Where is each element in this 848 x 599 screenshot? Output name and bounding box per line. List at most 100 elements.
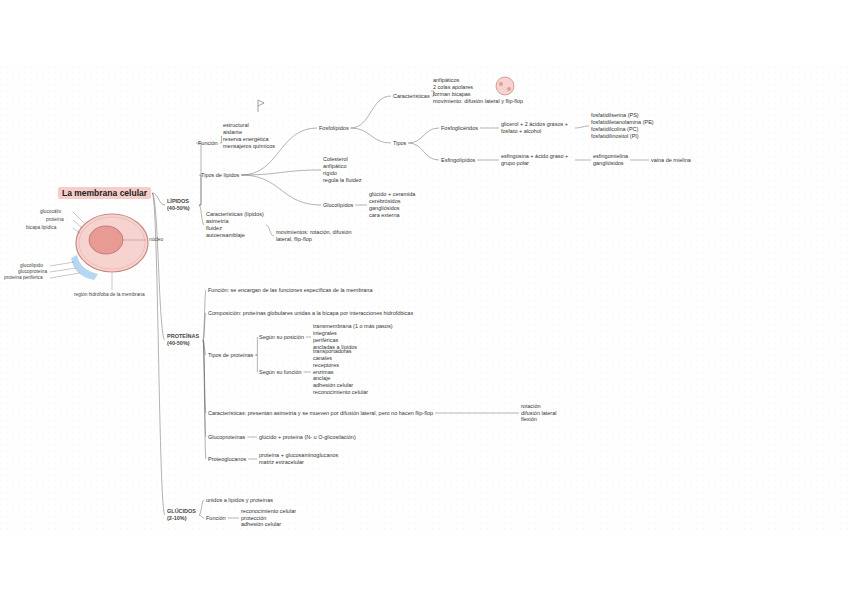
branch-node: reconocimiento celularprotecciónadhesión… — [240, 508, 297, 529]
node-text: aislante — [223, 129, 275, 136]
branch-node: esfingomielinagangliósidos — [592, 153, 629, 167]
branch-node: glicerol + 2 ácidos grasos + fosfato + a… — [500, 121, 574, 135]
branch-line — [196, 143, 201, 205]
branch-node: Colesterolanfipáticorígidoregula la flui… — [322, 156, 363, 184]
node-text: fosfatidilcolina (PC) — [591, 126, 654, 133]
node-text: movimiento: difusión lateral y flip-flop — [433, 98, 523, 105]
node-text: esfingosina + ácido graso + grupo polar — [501, 153, 573, 167]
node-text: Esfingolípidos — [441, 157, 475, 164]
branch-line — [477, 160, 499, 161]
node-text: Proteoglucanos — [208, 456, 246, 463]
node-text: gangliósidos — [369, 205, 415, 212]
node-text: LÍPIDOS (40-50%) — [167, 198, 197, 212]
branch-node: Función — [197, 140, 219, 147]
node-text: La membrana celular — [62, 188, 147, 199]
part-label: bicapa lipídica — [26, 225, 56, 231]
branch-node: Según su función — [258, 369, 303, 376]
branch-line — [408, 143, 439, 160]
node-text: Función: se encargan de las funciones es… — [208, 287, 372, 294]
branch-node: fosfatidilserina (PS)fosfatidiletanolami… — [590, 112, 655, 140]
node-text: matriz extracelular — [259, 459, 338, 466]
dotted-ground — [0, 65, 848, 535]
branch-line — [199, 515, 204, 518]
branch-node: transportadorascanalesreceptoresenzimasa… — [312, 348, 369, 396]
branch-line — [355, 205, 367, 206]
node-text: glicerol + 2 ácidos grasos + fosfato + a… — [501, 121, 573, 135]
node-text: cerebrósidos — [369, 198, 415, 205]
node-text: enzimas — [313, 369, 368, 376]
node-text: receptores — [313, 362, 368, 369]
node-text: Tipos — [393, 140, 406, 147]
node-text: canales — [313, 355, 368, 362]
branch-line — [255, 355, 257, 372]
node-text: fosfatidiletanolamina (PE) — [591, 119, 654, 126]
branch-node: movimientos: rotación, difusión lateral,… — [275, 229, 367, 243]
branch-node: Tipos — [392, 140, 407, 147]
part-label: glucoproteína — [18, 269, 47, 275]
node-text: Fosfolípidos — [319, 125, 349, 132]
branch-node: vaina de mielina — [650, 157, 692, 164]
branch-node: anfipáticos2 colas apolaresforman bicapa… — [432, 77, 524, 105]
node-text: Glucoproteínas — [208, 434, 245, 441]
branch-node: Características — [392, 93, 431, 100]
main-branch: PROTEÍNAS (40-50%) — [166, 333, 202, 347]
branch-line — [203, 340, 206, 459]
main-branch: LÍPIDOS (40-50%) — [166, 198, 198, 212]
cell-drawing — [50, 212, 148, 290]
node-text: rotación — [521, 403, 556, 410]
node-text: Características: presentan asimetría y s… — [208, 410, 433, 417]
membrane-sketch — [258, 77, 514, 112]
node-text: GLÚCIDOS (2-10%) — [167, 508, 197, 522]
branch-node: proteína + glucosaminoglucanosmatriz ext… — [258, 452, 339, 466]
part-label: glucocálix — [40, 209, 61, 215]
branch-node: Fosfoglicéridos — [440, 125, 479, 132]
node-text: glúcido + ceramida — [369, 191, 415, 198]
branch-line — [247, 437, 257, 438]
node-text: 2 colas apolares — [433, 84, 523, 91]
branch-node: Glucolípidos — [322, 202, 354, 209]
node-text: transportadoras — [313, 348, 368, 355]
node-text: anclaje — [313, 375, 368, 382]
branch-line — [266, 225, 274, 236]
node-text: difusión lateral — [521, 410, 556, 417]
branch-line — [241, 128, 317, 175]
branch-line — [241, 175, 321, 205]
node-text: glúcido + proteína (N- u O-glicosilación… — [259, 434, 356, 441]
node-text: Glucolípidos — [323, 202, 353, 209]
branch-line — [351, 128, 391, 143]
branch-node: Características (lípidos)asimetríafluide… — [205, 211, 265, 239]
node-text: fosfatidilserina (PS) — [591, 112, 654, 119]
node-text: anfipático — [323, 163, 362, 170]
node-text: reserva energética — [223, 136, 275, 143]
branch-line — [408, 128, 439, 143]
branch-line — [241, 170, 321, 175]
branch-node: unidos a lípidos y proteínas — [205, 497, 274, 504]
node-text: integrales — [313, 330, 392, 337]
branch-line — [575, 126, 589, 128]
branch-line — [228, 518, 239, 519]
branch-line — [304, 372, 311, 373]
branch-node: Fosfolípidos — [318, 125, 350, 132]
branch-line — [306, 337, 311, 338]
node-text: proteína + glucosaminoglucanos — [259, 452, 338, 459]
node-text: transmembrana (1 o más pasos) — [313, 323, 392, 330]
node-text: asimetría — [206, 218, 264, 225]
node-text: Función — [198, 140, 218, 147]
node-text: esfingomielina — [593, 153, 628, 160]
node-text: vaina de mielina — [651, 157, 691, 164]
node-text: periféricas — [313, 337, 392, 344]
branch-line — [480, 128, 499, 129]
node-text: Fosfoglicéridos — [441, 125, 478, 132]
branch-line — [435, 413, 519, 414]
branch-node: esfingosina + ácido graso + grupo polar — [500, 153, 574, 167]
branch-node: Según su posición — [258, 334, 305, 341]
branch-node: glúcido + proteína (N- u O-glicosilación… — [258, 434, 357, 441]
node-text: Características — [393, 93, 430, 100]
branch-node: Función: se encargan de las funciones es… — [207, 287, 373, 294]
branch-line — [575, 160, 591, 161]
node-text: forman bicapas — [433, 91, 523, 98]
branch-line — [351, 96, 391, 128]
node-text: Colesterol — [323, 156, 362, 163]
node-text: autoensamblaje — [206, 232, 264, 239]
